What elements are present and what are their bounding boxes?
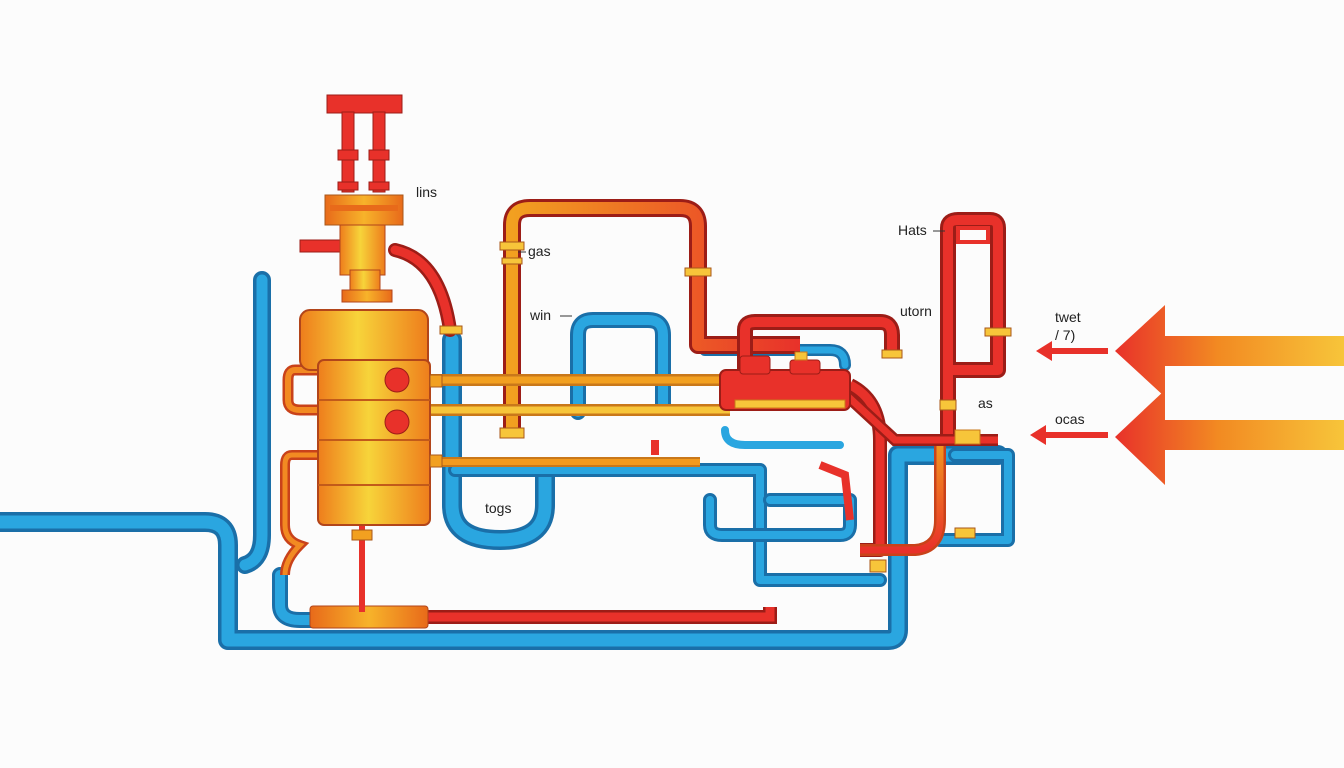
arrow-left-icon (1115, 390, 1344, 485)
main-vessel (299, 94, 443, 526)
label-twet-sub: / 7) (1055, 327, 1075, 343)
small-arrow-left-icon (1036, 341, 1108, 361)
label-togs: togs (485, 500, 511, 516)
lower-inlet-arrow (1030, 390, 1344, 485)
label-twet: twet (1055, 309, 1081, 325)
label-utorn: utorn (900, 303, 932, 319)
tall-riser-cap (956, 226, 990, 244)
label-hats: Hats (898, 222, 927, 238)
label-gas: gas (528, 243, 551, 259)
cold-pipe-network (0, 271, 1015, 650)
hot-pipe-network (280, 199, 1006, 629)
cold-header-pipe (448, 463, 887, 587)
label-ocas: ocas (1055, 411, 1085, 427)
cold-right-loop-pipe (703, 493, 857, 542)
small-arrow-left-icon (1030, 425, 1108, 445)
central-manifold (719, 351, 851, 411)
vessel-port-lower (384, 409, 410, 435)
pipe-couplings (439, 241, 1012, 573)
bottom-line-valve (309, 605, 429, 629)
label-as: as (978, 395, 993, 411)
upper-inlet-arrow (1036, 305, 1344, 397)
label-win: win (529, 307, 551, 323)
labels: lins gas win togs Hats utorn as twet / 7… (416, 184, 1085, 516)
vessel-port-upper (384, 367, 410, 393)
arrow-left-icon (1115, 305, 1344, 397)
cold-right-drop-pipe (933, 448, 1015, 547)
label-lins: lins (416, 184, 437, 200)
cold-inverted-u-pipe (570, 312, 671, 420)
vessel-left-loop-pipe (282, 364, 318, 416)
